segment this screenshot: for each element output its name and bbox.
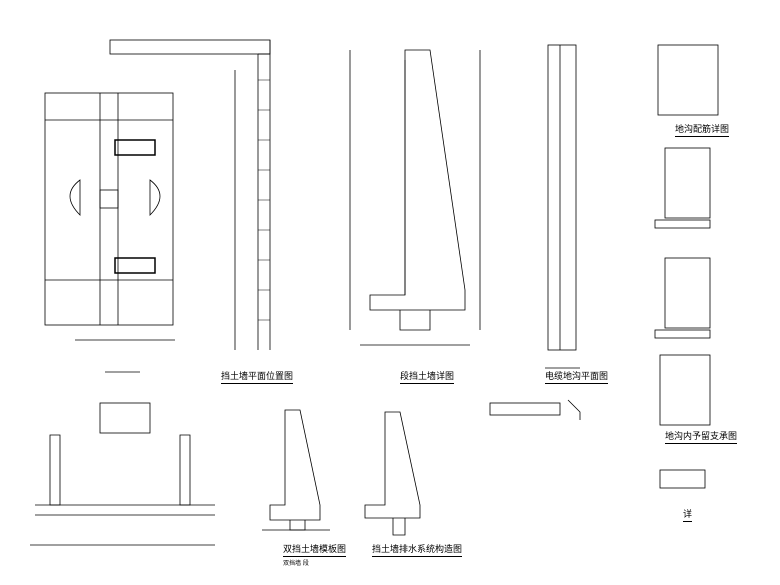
title-drainage: 挡土墙排水系统构造图 xyxy=(372,545,463,557)
trench-plan xyxy=(489,44,581,420)
double-wall xyxy=(30,402,215,546)
subtitle-double-wall: 双挡墙 段 xyxy=(283,560,309,567)
title-trench-plan: 电缆地沟平面图 xyxy=(545,372,609,384)
title-detail: 详 xyxy=(683,510,693,522)
trench-sections xyxy=(654,44,719,489)
title-double-wall: 双挡土墙模板图 xyxy=(283,545,347,557)
wall-section xyxy=(349,49,481,346)
title-trench-support: 地沟内予留支承图 xyxy=(665,432,738,444)
title-trench-rebar: 地沟配筋详图 xyxy=(675,125,730,137)
plan-view xyxy=(44,92,175,373)
drainage-wall xyxy=(364,411,421,536)
wall-plan-strip xyxy=(109,39,271,350)
formwork-wall xyxy=(262,409,330,531)
title-wall-detail: 段挡土墙详图 xyxy=(400,372,455,384)
title-plan: 挡土墙平面位置图 xyxy=(221,372,294,384)
